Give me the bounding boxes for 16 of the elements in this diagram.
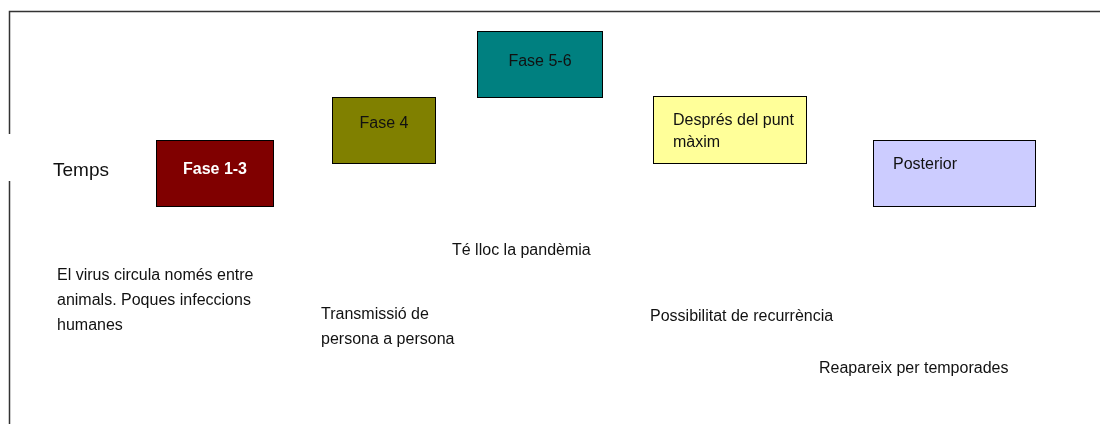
phase-box	[156, 140, 274, 207]
phase-label: Fase 5-6	[507, 51, 573, 71]
phase-description: Té lloc la pandèmia	[452, 240, 591, 260]
phase-label: Fase 1-3	[181, 159, 248, 179]
phase-description: Reapareix per temporades	[819, 358, 1009, 378]
phase-box	[873, 140, 1036, 207]
phase-description: Possibilitat de recurrència	[650, 306, 834, 326]
phase-description: Transmissió de persona a persona	[321, 304, 456, 349]
axis-label: Temps	[53, 158, 109, 182]
phase-description: El virus circula només entre animals. Poques infeccions humanes	[57, 265, 255, 335]
phase-box	[332, 97, 436, 164]
phase-box	[477, 31, 603, 98]
phase-label: Després del punt màxim	[673, 110, 795, 152]
phase-box	[653, 96, 807, 164]
phase-label: Fase 4	[358, 113, 410, 133]
phase-label: Posterior	[893, 154, 958, 174]
